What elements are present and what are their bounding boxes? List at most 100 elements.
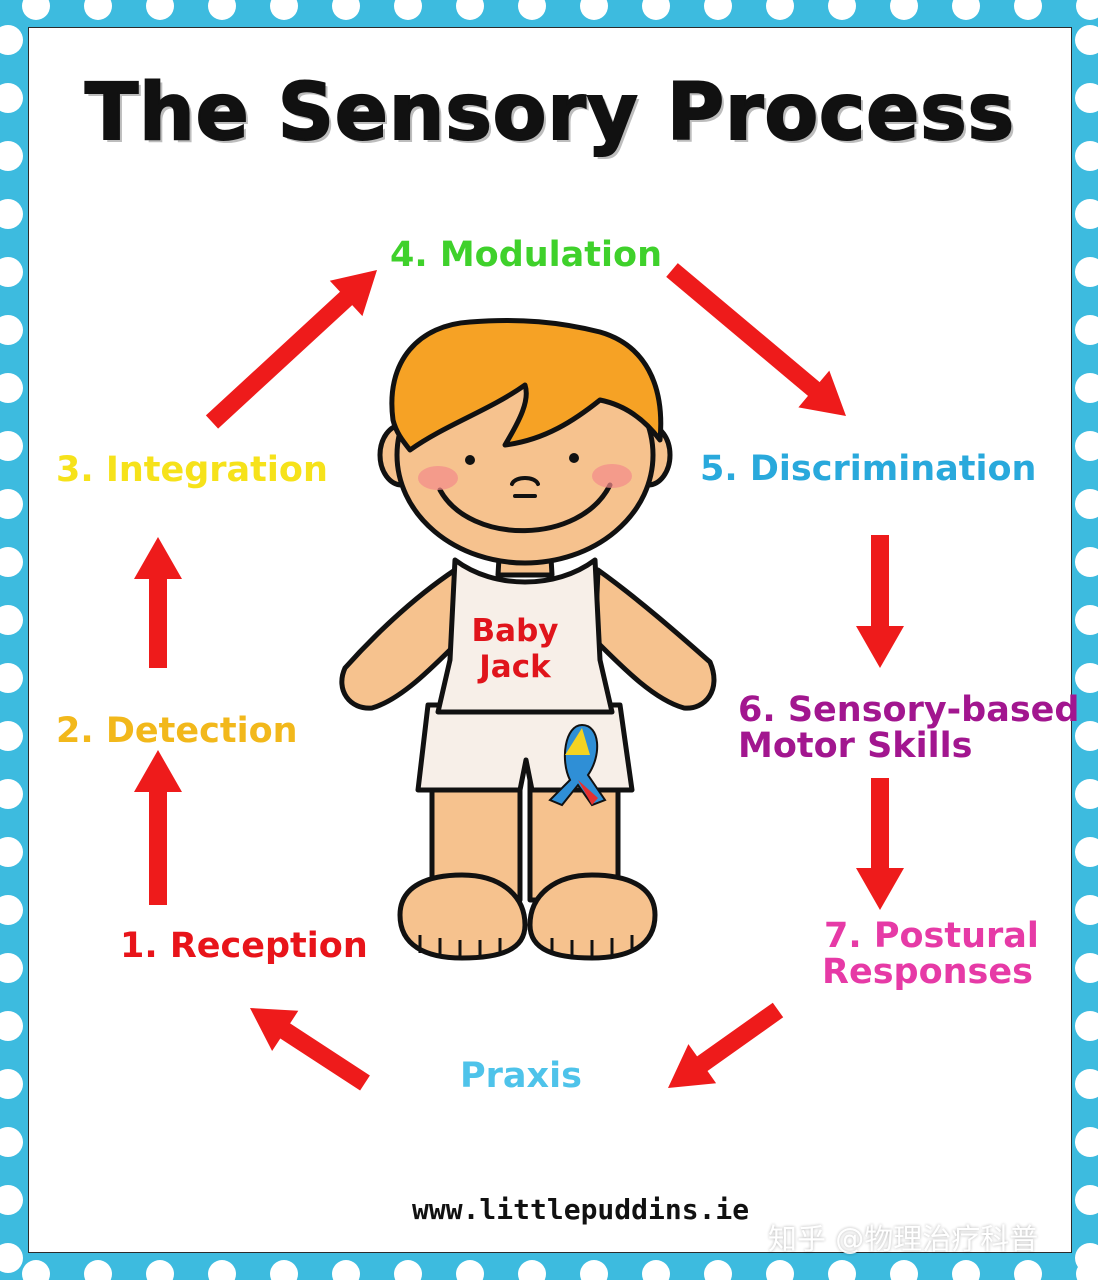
step-7-line2: Responses (822, 952, 1033, 992)
border-dot (518, 0, 546, 20)
border-dot (1075, 779, 1098, 809)
border-dot (0, 663, 23, 693)
border-dot (1076, 0, 1098, 20)
border-dot (0, 779, 23, 809)
step-5-label: 5. Discrimination (700, 449, 1037, 489)
border-dot (332, 1260, 360, 1280)
border-dot (394, 0, 422, 20)
border-dot (0, 257, 23, 287)
border-dot (1075, 1011, 1098, 1041)
step-6-label: 6. Sensory-based Motor Skills (738, 692, 1079, 764)
border-dot (1075, 141, 1098, 171)
footer-url: www.littlepuddins.ie (412, 1193, 750, 1226)
arrow-integration-to-modulation (205, 270, 377, 429)
border-dot (704, 1260, 732, 1280)
border-dot (394, 1260, 422, 1280)
border-dot (828, 0, 856, 20)
praxis-label: Praxis (460, 1056, 582, 1096)
border-dot (208, 0, 236, 20)
border-dot (0, 721, 23, 751)
border-dot (1075, 199, 1098, 229)
arrow-discrimination-to-motor (856, 535, 904, 668)
border-dot (1075, 547, 1098, 577)
border-dot (84, 1260, 112, 1280)
step-4-label: 4. Modulation (390, 235, 662, 275)
arrow-postural-to-praxis (668, 1002, 784, 1088)
arrow-motor-to-postural (856, 778, 904, 910)
border-dot (580, 1260, 608, 1280)
shirt-text-line1: Baby (471, 613, 559, 649)
step-6-line2: Motor Skills (738, 726, 973, 766)
step-6-line1: 6. Sensory-based (738, 690, 1080, 730)
border-dot (1075, 1127, 1098, 1157)
step-1-label: 1. Reception (120, 926, 368, 966)
shirt-text-line2: Jack (479, 649, 551, 685)
border-dot (146, 1260, 174, 1280)
border-dot (952, 0, 980, 20)
border-dot (0, 547, 23, 577)
border-dot (0, 605, 23, 635)
border-dot (1075, 953, 1098, 983)
border-dot (642, 0, 670, 20)
border-dot (766, 0, 794, 20)
border-dot (952, 1260, 980, 1280)
arrow-reception-to-detection (134, 750, 182, 905)
border-dot (1075, 257, 1098, 287)
baby-jack-illustration (339, 317, 717, 961)
border-dot (456, 0, 484, 20)
page-title: The Sensory Process (84, 67, 1016, 159)
border-dot (766, 1260, 794, 1280)
border-dot (828, 1260, 856, 1280)
border-dot (0, 373, 23, 403)
border-dot (0, 431, 23, 461)
border-dot (270, 1260, 298, 1280)
border-dot (1014, 0, 1042, 20)
border-dot (208, 1260, 236, 1280)
border-dot (1075, 373, 1098, 403)
border-dot (1075, 663, 1098, 693)
border-dot (704, 0, 732, 20)
border-dot (1075, 1069, 1098, 1099)
border-dot (1076, 1260, 1098, 1280)
border-dot (332, 0, 360, 20)
border-dot (456, 1260, 484, 1280)
border-dot (1014, 1260, 1042, 1280)
border-dot (890, 1260, 918, 1280)
step-2-label: 2. Detection (56, 711, 298, 751)
border-dot (0, 895, 23, 925)
border-dot (580, 0, 608, 20)
shirt-text: Baby Jack (460, 613, 570, 685)
border-dot (0, 1185, 23, 1215)
border-dot (1075, 837, 1098, 867)
border-dot (0, 83, 23, 113)
border-dot (0, 315, 23, 345)
arrow-praxis-to-reception (250, 1008, 370, 1091)
border-dot (1075, 489, 1098, 519)
border-dot (1075, 83, 1098, 113)
border-dot (0, 25, 23, 55)
border-dot (642, 1260, 670, 1280)
border-dot (0, 141, 23, 171)
border-dot (22, 1260, 50, 1280)
border-dot (0, 953, 23, 983)
step-7-label: 7. Postural Responses (822, 918, 1039, 990)
border-dot (0, 1069, 23, 1099)
border-dot (0, 837, 23, 867)
arrow-detection-to-integration (134, 537, 182, 668)
border-dot (84, 0, 112, 20)
border-dot (0, 1243, 23, 1273)
step-7-line1: 7. Postural (824, 916, 1039, 956)
arrow-modulation-to-discrimination (666, 263, 846, 416)
border-dot (1075, 1185, 1098, 1215)
border-dot (0, 1127, 23, 1157)
border-dot (0, 489, 23, 519)
border-dot (270, 0, 298, 20)
border-dot (518, 1260, 546, 1280)
border-dot (0, 199, 23, 229)
border-dot (1075, 25, 1098, 55)
border-dot (1075, 315, 1098, 345)
border-dot (1075, 605, 1098, 635)
border-dot (890, 0, 918, 20)
